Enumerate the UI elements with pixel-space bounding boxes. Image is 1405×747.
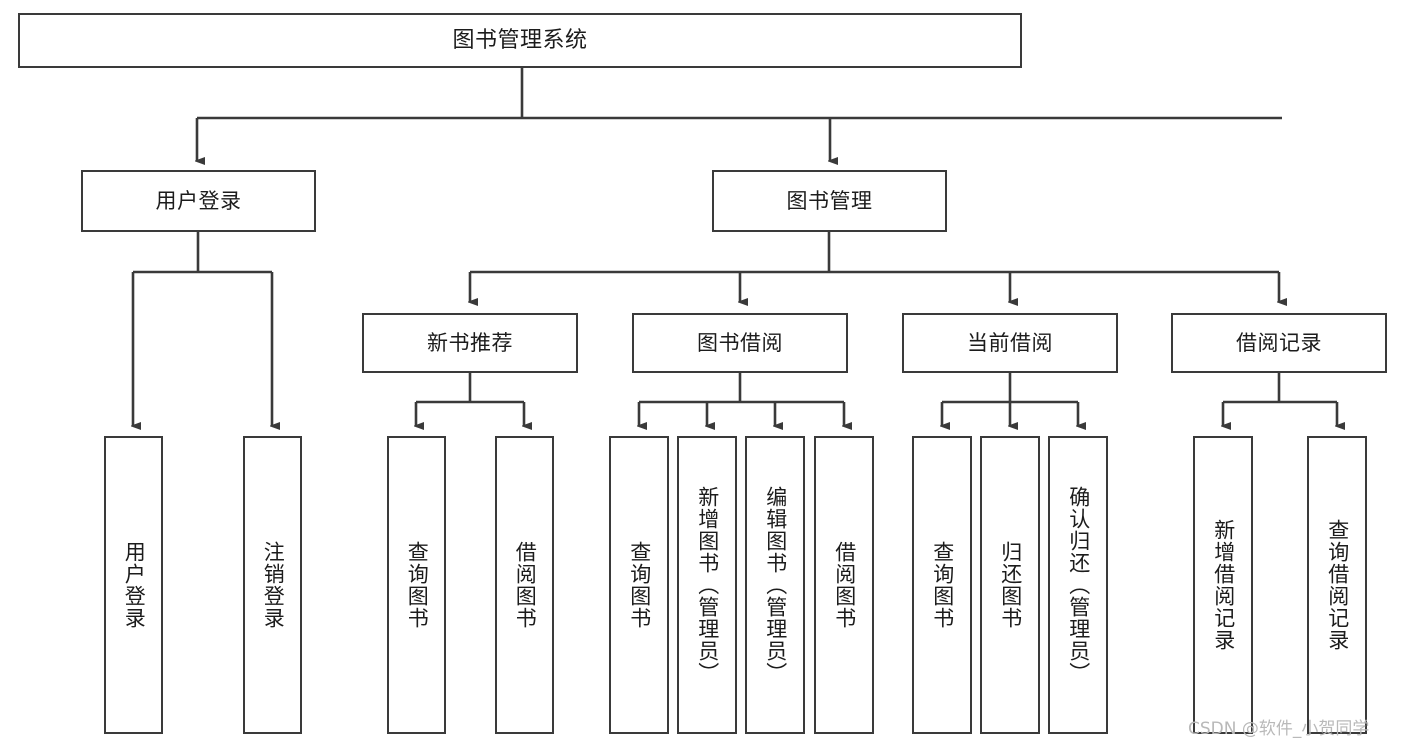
leaf-borrow-add-book[interactable]: 新增图书（管理员） [677, 436, 737, 734]
node-borrow-records[interactable]: 借阅记录 [1171, 313, 1387, 373]
leaf-new-book-borrow[interactable]: 借阅图书 [495, 436, 554, 734]
node-user-login[interactable]: 用户登录 [81, 170, 316, 232]
leaf-current-confirm-return-label: 确认归还（管理员） [1066, 486, 1091, 684]
node-user-login-label: 用户登录 [155, 188, 242, 213]
watermark: CSDN @软件_小贺同学 [1188, 719, 1370, 739]
node-book-borrow-label: 图书借阅 [697, 330, 783, 355]
leaf-user-login-signout[interactable]: 注销登录 [243, 436, 302, 734]
leaf-borrow-borrow-book-label: 借阅图书 [832, 541, 857, 629]
node-root[interactable]: 图书管理系统 [18, 13, 1022, 68]
leaf-records-add-label: 新增借阅记录 [1211, 519, 1236, 651]
leaf-borrow-query-book[interactable]: 查询图书 [609, 436, 669, 734]
leaf-borrow-edit-book[interactable]: 编辑图书（管理员） [745, 436, 805, 734]
leaf-current-query-book[interactable]: 查询图书 [912, 436, 972, 734]
leaf-current-return-book-label: 归还图书 [998, 541, 1023, 629]
leaf-records-query[interactable]: 查询借阅记录 [1307, 436, 1367, 734]
node-book-management[interactable]: 图书管理 [712, 170, 947, 232]
node-current-borrow-label: 当前借阅 [967, 330, 1053, 355]
node-new-book-recommend-label: 新书推荐 [427, 330, 513, 355]
leaf-current-query-book-label: 查询图书 [930, 541, 955, 629]
node-new-book-recommend[interactable]: 新书推荐 [362, 313, 578, 373]
leaf-records-add[interactable]: 新增借阅记录 [1193, 436, 1253, 734]
leaf-user-login-signin[interactable]: 用户登录 [104, 436, 163, 734]
leaf-new-book-query[interactable]: 查询图书 [387, 436, 446, 734]
leaf-borrow-borrow-book[interactable]: 借阅图书 [814, 436, 874, 734]
leaf-user-login-signin-label: 用户登录 [122, 541, 147, 629]
node-borrow-records-label: 借阅记录 [1236, 330, 1322, 355]
node-book-borrow[interactable]: 图书借阅 [632, 313, 848, 373]
leaf-current-return-book[interactable]: 归还图书 [980, 436, 1040, 734]
leaf-current-confirm-return[interactable]: 确认归还（管理员） [1048, 436, 1108, 734]
node-current-borrow[interactable]: 当前借阅 [902, 313, 1118, 373]
leaf-records-query-label: 查询借阅记录 [1325, 519, 1350, 651]
leaf-new-book-query-label: 查询图书 [405, 541, 430, 629]
leaf-user-login-signout-label: 注销登录 [261, 541, 286, 629]
leaf-borrow-query-book-label: 查询图书 [627, 541, 652, 629]
node-book-management-label: 图书管理 [786, 188, 873, 213]
leaf-borrow-edit-book-label: 编辑图书（管理员） [763, 486, 788, 684]
leaf-borrow-add-book-label: 新增图书（管理员） [695, 486, 720, 684]
leaf-new-book-borrow-label: 借阅图书 [513, 541, 538, 629]
node-root-label: 图书管理系统 [452, 27, 588, 53]
